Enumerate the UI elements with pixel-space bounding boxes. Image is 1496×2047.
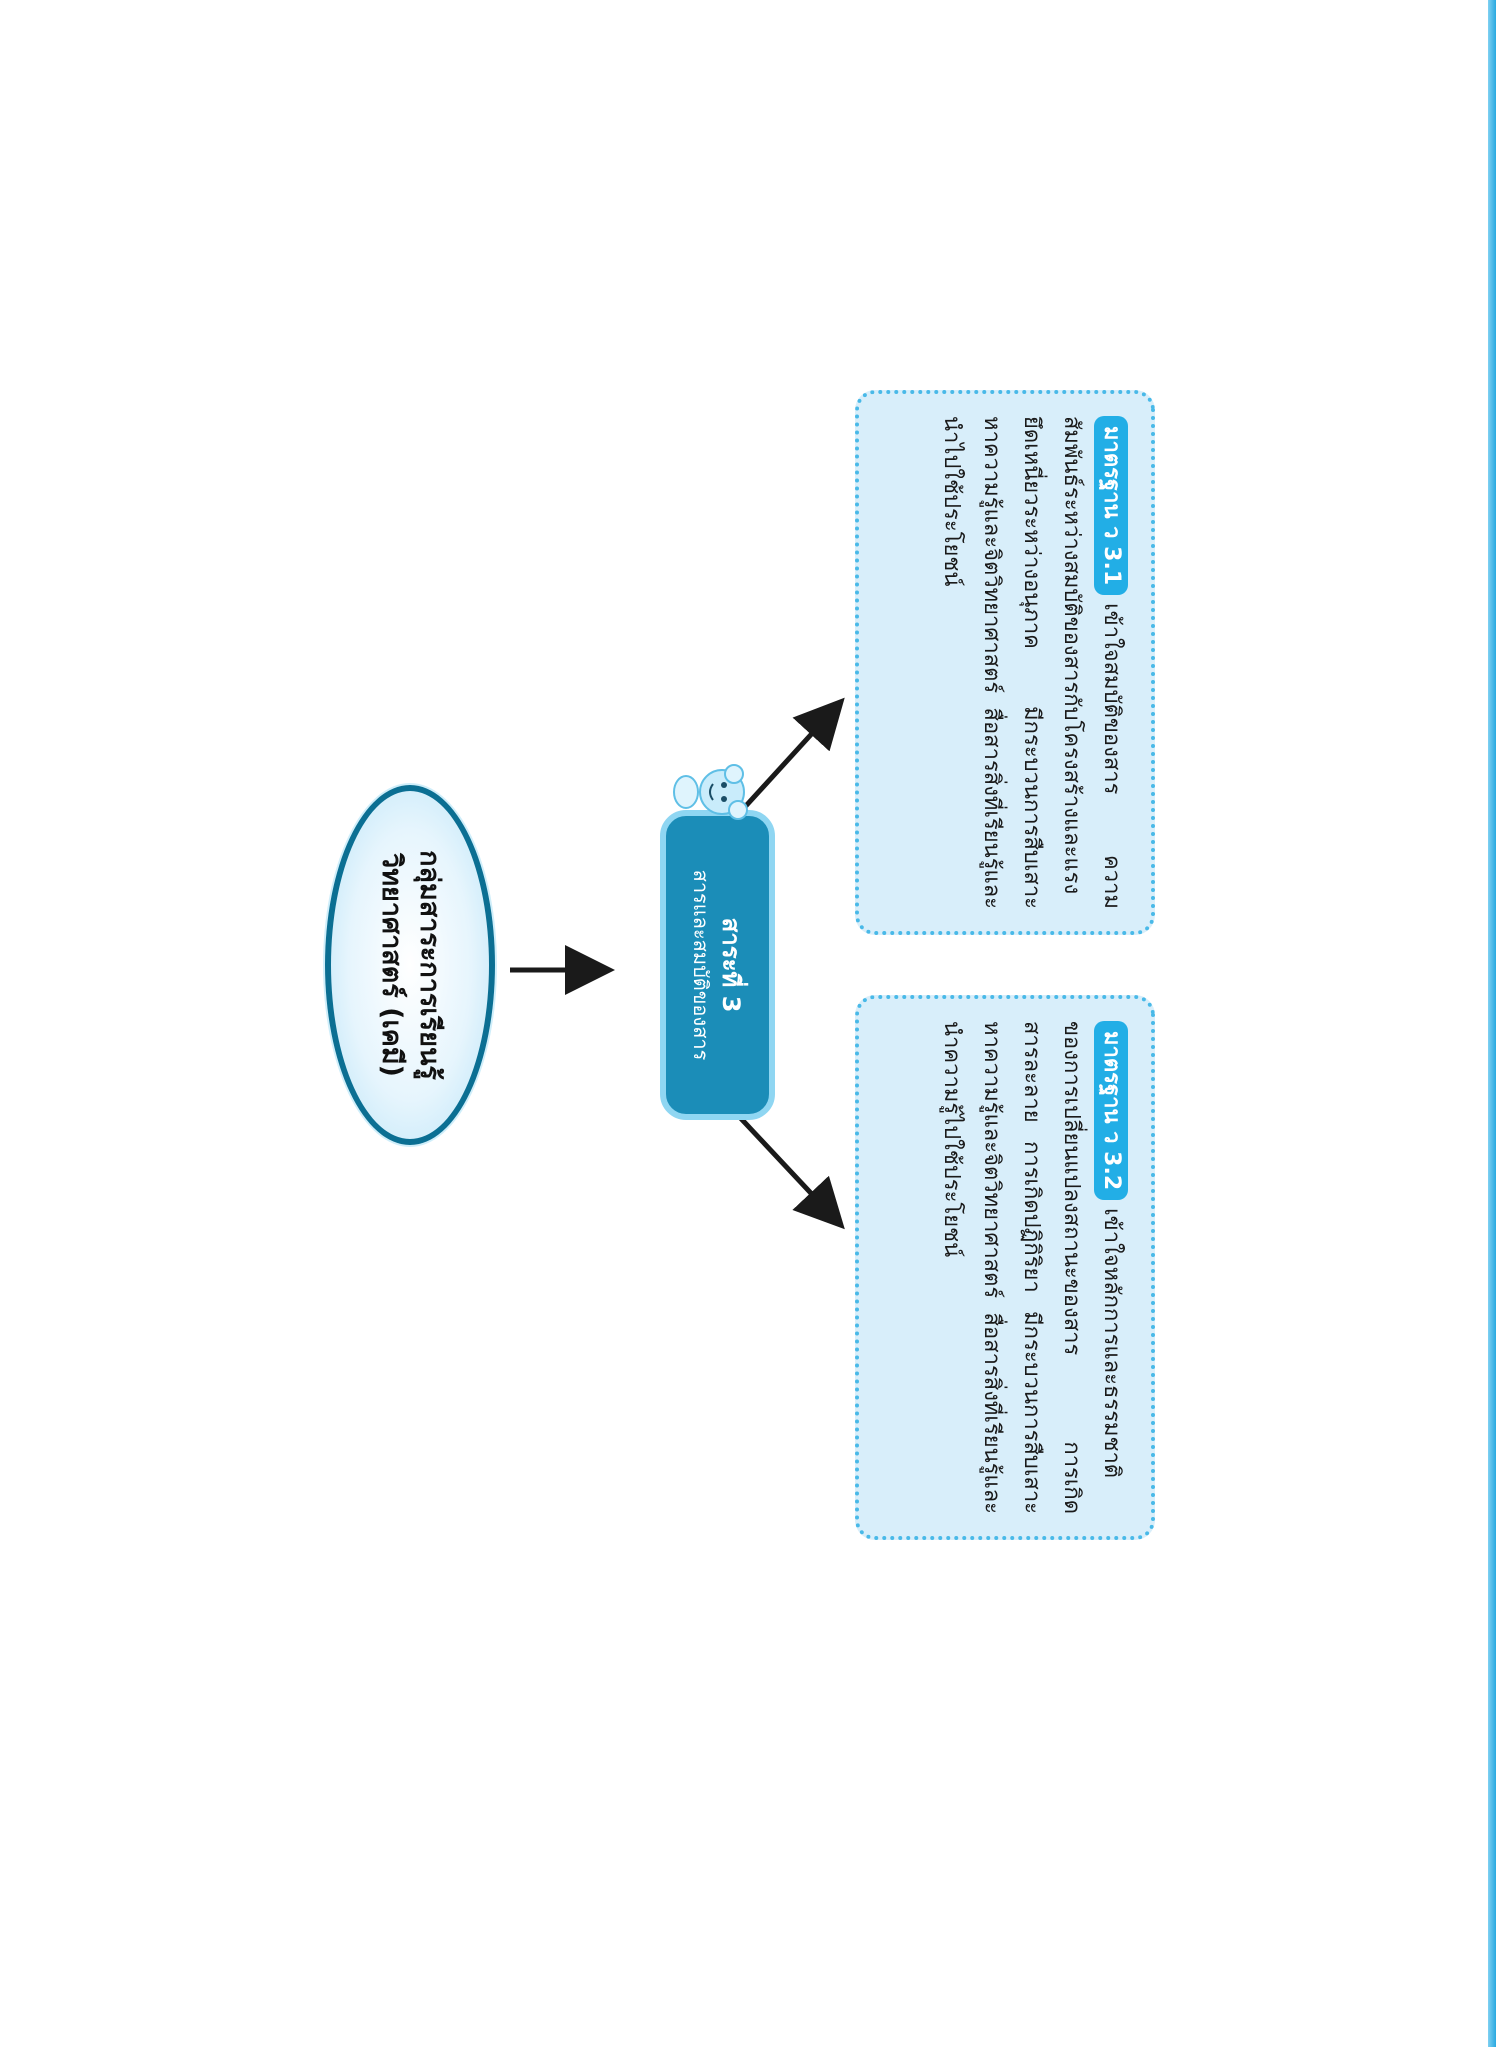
learning-area-line-1: กลุ่มสาระการเรียนรู้ <box>414 850 445 1080</box>
learning-area-node: กลุ่มสาระการเรียนรู้ วิทยาศาสตร์ (เคมี) <box>325 785 495 1145</box>
subject-node: สาระที่ 3 สารและสมบัติของสาร <box>660 810 775 1120</box>
standard-3-2-badge: มาตรฐาน ว 3.2 <box>1094 1021 1128 1201</box>
arrow-subject-to-standard-3-2 <box>731 697 845 822</box>
arrow-subject-to-standard-3-1 <box>731 1108 845 1230</box>
standard-3-2-box: มาตรฐาน ว 3.2เข้าใจหลักการและธรรมชาติของ… <box>855 995 1155 1540</box>
standard-3-1-box: มาตรฐาน ว 3.1เข้าใจสมบัติของสาร ความสัมพ… <box>855 390 1155 935</box>
standard-3-1-badge: มาตรฐาน ว 3.1 <box>1094 416 1128 596</box>
rotated-diagram: กลุ่มสาระการเรียนรู้ วิทยาศาสตร์ (เคมี) … <box>325 390 1155 1540</box>
learning-area-line-2: วิทยาศาสตร์ (เคมี) <box>376 853 407 1077</box>
subject-subtitle: สารและสมบัติของสาร <box>689 869 714 1061</box>
page-edge-stripe <box>1488 0 1496 2047</box>
subject-title: สาระที่ 3 <box>717 917 746 1013</box>
molecule-mascot-icon <box>673 764 748 820</box>
